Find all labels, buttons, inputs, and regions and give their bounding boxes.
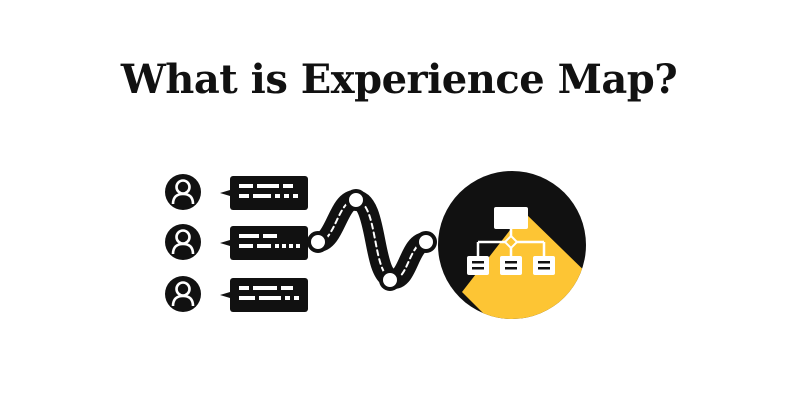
page-title: What is Experience Map? [120,56,678,103]
winding-path-icon [307,189,437,291]
user-avatar-icon [165,276,201,312]
chat-bubble-icon [220,226,308,260]
flowchart-map-icon [438,171,586,319]
chat-bubble-icon [220,278,308,312]
user-avatar-icon [165,174,201,210]
chat-bubble-icon [220,176,308,210]
user-avatar-icon [165,224,201,260]
